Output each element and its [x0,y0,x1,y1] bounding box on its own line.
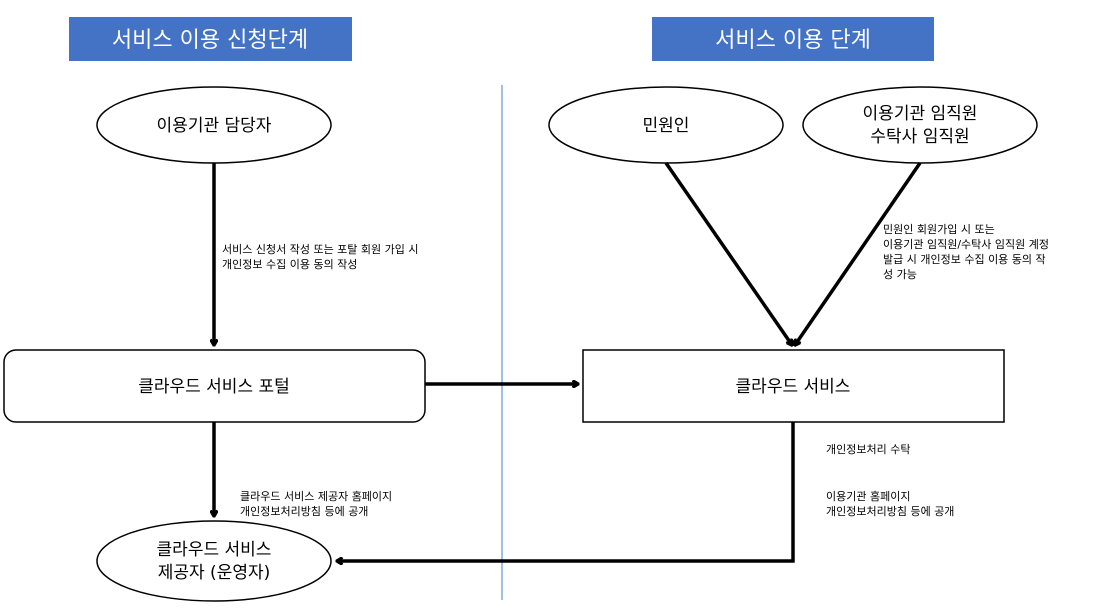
note-provider-publish-line: 개인정보처리방침 등에 공개 [240,505,368,518]
note-signup-line: 이용기관 임직원/수탁사 임직원 계정 [883,238,1049,251]
arrow-service-to-provider [337,422,795,561]
note-outsourcing: 개인정보처리 수탁 [826,443,910,456]
node-provider [96,520,332,602]
note-institution-publish-line: 이용기관 홈페이지 [826,489,910,503]
node-service-label: 클라우드 서비스 [736,377,851,397]
node-complainant-label: 민원인 [643,116,690,136]
note-signup: 민원인 회원가입 시 또는 이용기관 임직원/수탁사 임직원 계정 발급 시 개… [883,223,1053,281]
node-provider-label-2: 제공자 (운영자) [158,563,271,583]
header-right-title: 서비스 이용 단계 [715,28,871,53]
note-institution-publish: 이용기관 홈페이지 개인정보처리방침 등에 공개 [826,489,954,518]
node-provider-label-1: 클라우드 서비스 [157,540,272,560]
header-left-box [69,17,352,61]
note-outsourcing-line: 개인정보처리 수탁 [826,443,910,456]
note-apply-line: 개인정보 수집 이용 동의 작성 [222,258,357,271]
note-provider-publish: 클라우드 서비스 제공자 홈페이지 개인정보처리방침 등에 공개 [240,489,396,518]
note-institution-publish-line: 개인정보처리방침 등에 공개 [826,505,954,518]
arrow-complainant-to-service [664,162,792,345]
note-signup-line: 성 가능 [883,268,917,281]
node-portal-label: 클라우드 서비스 포털 [138,377,290,397]
node-employees [802,86,1038,164]
note-apply-line: 서비스 신청서 작성 또는 포탈 회원 가입 시 [222,243,419,256]
note-apply: 서비스 신청서 작성 또는 포탈 회원 가입 시 개인정보 수집 이용 동의 작… [222,243,422,271]
node-institution-staff-label: 이용기관 담당자 [157,116,272,136]
arrow-employees-to-service [795,162,922,345]
note-signup-line: 발급 시 개인정보 수집 이용 동의 작 [883,253,1046,266]
header-right-box [652,17,934,61]
node-employees-label-1: 이용기관 임직원 [863,104,978,124]
node-employees-label-2: 수탁사 임직원 [870,127,969,147]
note-signup-line: 민원인 회원가입 시 또는 [883,223,995,236]
header-left-title: 서비스 이용 신청단계 [112,28,308,53]
note-provider-publish-line: 클라우드 서비스 제공자 홈페이지 [240,489,392,503]
